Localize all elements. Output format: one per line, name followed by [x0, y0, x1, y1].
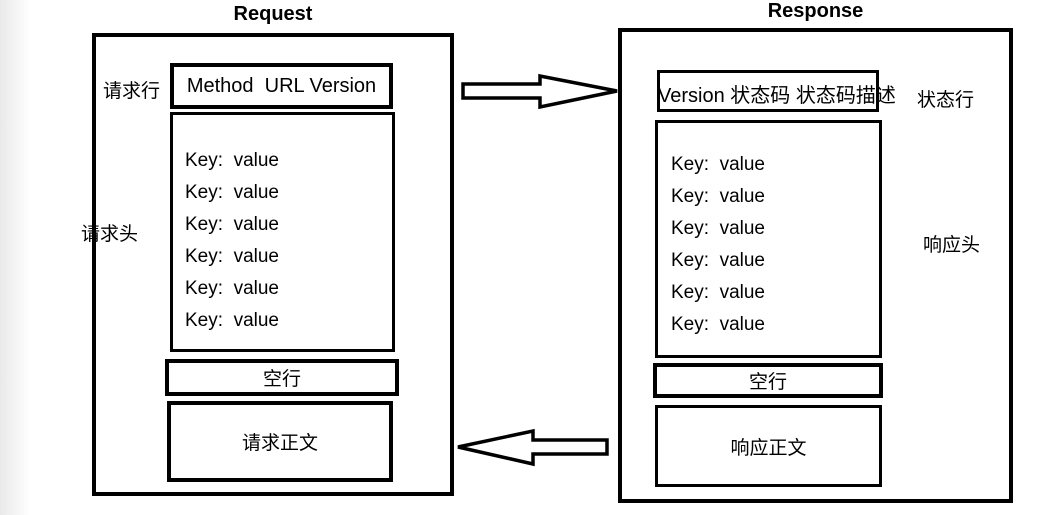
header-line: Key: value — [671, 282, 765, 303]
response-blank-line-box: 空行 — [653, 363, 883, 398]
request-title: Request — [233, 3, 313, 25]
header-line: Key: value — [185, 182, 279, 203]
header-line: Key: value — [671, 218, 765, 239]
request-headers-label: 请求头 — [81, 224, 139, 245]
response-status-line-text: Version 状态码 状态码描述 — [658, 85, 896, 107]
request-body-text: 请求正文 — [241, 433, 318, 454]
header-line: Key: value — [185, 150, 279, 171]
response-status-line-label: 状态行 — [917, 90, 975, 111]
response-headers-box: Key: value Key: value Key: value Key: va… — [655, 120, 882, 358]
header-line: Key: value — [671, 186, 765, 207]
request-blank-line-text: 空行 — [262, 369, 301, 390]
request-body-box: 请求正文 — [167, 401, 393, 482]
arrow-right-icon — [461, 73, 618, 110]
header-line: Key: value — [185, 246, 279, 267]
request-start-line-text: Method URL Version — [186, 74, 377, 97]
header-line: Key: value — [671, 250, 765, 271]
request-start-line-box: Method URL Version — [170, 63, 393, 109]
header-line: Key: value — [671, 154, 765, 175]
response-status-line-box — [657, 70, 879, 112]
arrow-left-icon — [457, 428, 609, 467]
header-line: Key: value — [185, 310, 279, 331]
page-edge-gradient — [0, 0, 30, 515]
response-title: Response — [767, 0, 864, 22]
response-blank-line-text: 空行 — [748, 372, 787, 393]
response-headers-label: 响应头 — [923, 235, 981, 256]
request-line-label: 请求行 — [103, 81, 161, 102]
response-body-text: 响应正文 — [730, 437, 807, 459]
header-line: Key: value — [185, 214, 279, 235]
request-blank-line-box: 空行 — [165, 359, 399, 396]
response-body-box: 响应正文 — [655, 405, 882, 487]
header-line: Key: value — [671, 314, 765, 335]
request-headers-box: Key: value Key: value Key: value Key: va… — [170, 112, 395, 352]
header-line: Key: value — [185, 278, 279, 299]
